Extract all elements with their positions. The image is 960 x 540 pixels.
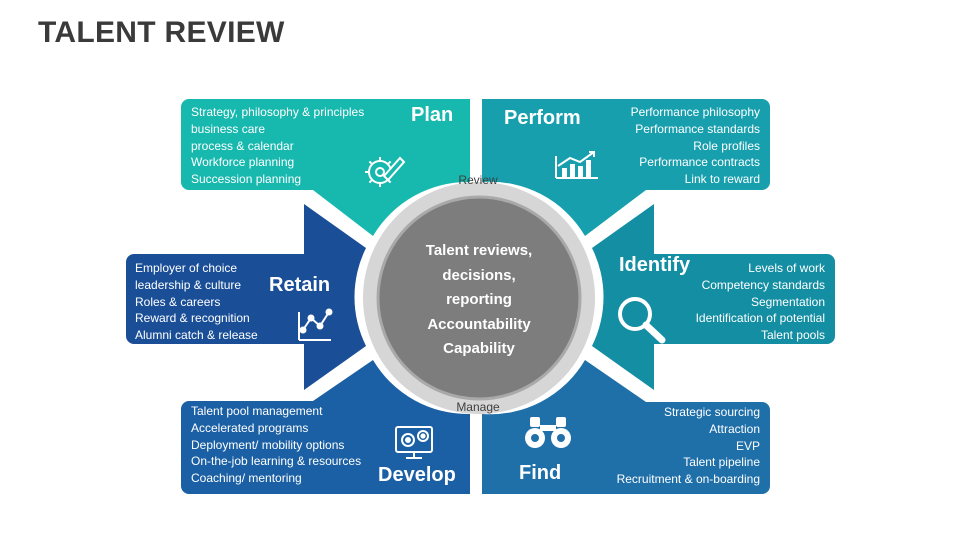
identify-item: Talent pools	[760, 328, 825, 343]
center-line: Capability	[443, 340, 515, 357]
develop-item: Coaching/ mentoring	[191, 471, 302, 486]
magnifier-icon	[618, 297, 666, 344]
find-heading: Find	[519, 462, 562, 484]
perform-items: Performance philosophy Performance stand…	[631, 104, 760, 188]
retain-item: Alumni catch & release	[135, 328, 258, 343]
retain-item: leadership & culture	[135, 277, 242, 292]
plan-items: Strategy, philosophy & principles busine…	[191, 104, 364, 188]
develop-item: On-the-job learning & resources	[191, 454, 362, 469]
center-line: reporting	[446, 291, 512, 308]
identify-items: Levels of work Competency standards Segm…	[696, 260, 825, 344]
retain-segment	[126, 204, 366, 390]
perform-segment	[482, 99, 770, 236]
identify-item: Identification of potential	[695, 311, 825, 326]
page-title: TALENT REVIEW	[38, 16, 285, 49]
find-segment	[482, 360, 770, 494]
binoculars-icon	[525, 417, 571, 448]
identify-segment	[592, 204, 835, 390]
perform-item: Role profiles	[693, 138, 760, 153]
develop-item: Talent pool management	[191, 404, 323, 418]
perform-item: Performance standards	[635, 121, 760, 136]
find-item: Attraction	[709, 421, 760, 436]
retain-items: Employer of choice leadership & culture …	[135, 260, 258, 344]
center-line: decisions,	[442, 266, 516, 284]
develop-item: Deployment/ mobility options	[191, 437, 345, 452]
plan-heading: Plan	[411, 104, 454, 126]
gear-pencil-icon	[365, 156, 406, 187]
ring-label-review: Review	[458, 173, 498, 187]
find-items: Strategic sourcing Attraction EVP Talent…	[617, 404, 760, 488]
retain-item: Employer of choice	[135, 261, 238, 275]
find-item: Talent pipeline	[683, 455, 760, 470]
plan-segment	[181, 99, 470, 236]
develop-items: Talent pool management Accelerated progr…	[191, 403, 361, 487]
plan-item: process & calendar	[191, 138, 294, 153]
find-item: EVP	[735, 438, 760, 453]
line-chart-icon	[298, 308, 333, 341]
inner-circle	[376, 195, 582, 401]
plan-item: Succession planning	[191, 172, 302, 187]
ring-label-manage: Manage	[456, 400, 500, 414]
retain-heading: Retain	[269, 274, 331, 296]
perform-heading: Perform	[504, 107, 581, 129]
plan-item: Strategy, philosophy & principles	[191, 105, 365, 119]
develop-segment	[181, 360, 470, 494]
retain-item: Roles & careers	[135, 294, 221, 309]
retain-item: Reward & recognition	[135, 311, 250, 326]
center-line: Talent reviews,	[425, 242, 533, 259]
perform-item: Performance philosophy	[630, 105, 760, 119]
find-item: Recruitment & on-boarding	[616, 472, 760, 487]
monitor-gears-icon	[395, 426, 433, 459]
identify-item: Segmentation	[750, 294, 825, 309]
identify-item: Competency standards	[701, 277, 825, 292]
plan-item: Workforce planning	[191, 155, 295, 170]
bar-chart-trend-icon	[555, 151, 598, 179]
center-line: Accountability	[427, 315, 531, 333]
perform-item: Link to reward	[684, 172, 760, 187]
develop-heading: Develop	[378, 464, 456, 486]
develop-item: Accelerated programs	[191, 420, 309, 435]
perform-item: Performance contracts	[639, 155, 760, 170]
identify-heading: Identify	[619, 254, 691, 276]
find-item: Strategic sourcing	[663, 405, 760, 419]
plan-item: business care	[191, 121, 266, 136]
center-text: Talent reviews, decisions, reporting Acc…	[398, 239, 560, 362]
identify-item: Levels of work	[748, 261, 825, 275]
